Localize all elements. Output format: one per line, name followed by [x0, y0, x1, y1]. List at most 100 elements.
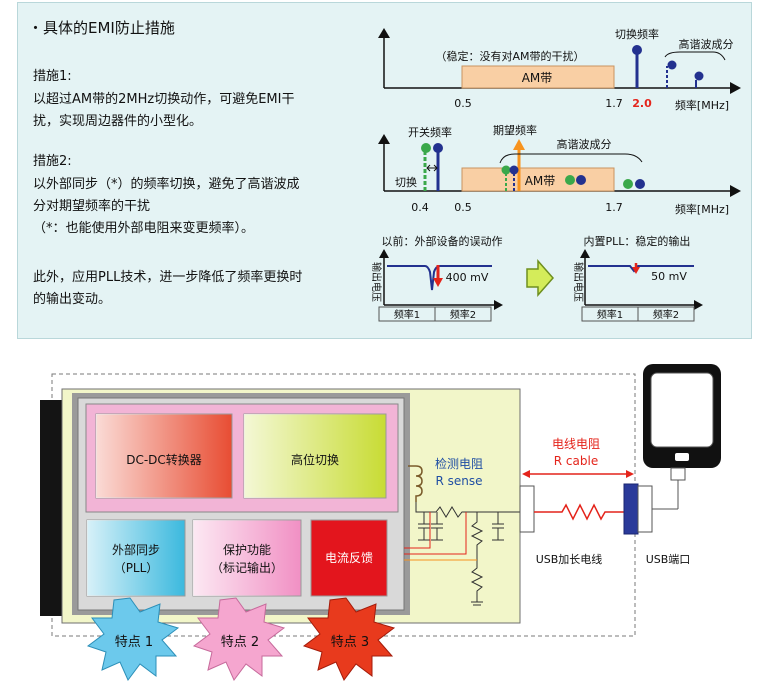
- wb-drop-arrow-head: [433, 278, 443, 287]
- sense-resistor-icon: [435, 506, 520, 518]
- wa-y-arrow: [580, 249, 590, 258]
- protect-label-2: （标记输出）: [211, 560, 283, 575]
- s2-harmonics-label: 高谐波成分: [557, 137, 612, 151]
- wa-value: 50 mV: [651, 270, 687, 283]
- s2-harmonic-marker-6: [635, 179, 645, 189]
- s2-desired-label: 期望频率: [493, 123, 537, 137]
- ext-sync-block-shade: [87, 520, 185, 596]
- s2-harmonic-marker-4: [576, 175, 586, 185]
- s1-harmonics-label: 高谐波成分: [679, 37, 734, 51]
- feature-2-label: 特点 2: [221, 635, 259, 650]
- s1-x-arrow: [730, 82, 741, 94]
- feature-1-starburst: [86, 597, 180, 681]
- waveform-before: 以前：外部设备的误动作 输出电压 400 mV 频率1 频率2: [370, 234, 503, 322]
- current-fb-label: 电流反馈: [325, 551, 373, 565]
- protect-label-1: 保护功能: [223, 543, 271, 557]
- wb-value: 400 mV: [446, 271, 489, 284]
- s2-axis-label: 频率[MHz]: [675, 202, 729, 216]
- s2-x-arrow: [730, 185, 741, 197]
- usb-port-label: USB端口: [646, 553, 691, 566]
- s2-tick-0.4: 0.4: [411, 201, 429, 214]
- ext-sync-label-1: 外部同步: [112, 542, 160, 557]
- wb-y-arrow: [379, 249, 389, 258]
- pll-line1: 此外，应用PLL技术，进一步降低了频率更换时: [33, 270, 303, 285]
- capacitor-1-icon: [418, 512, 430, 541]
- wa-freq2-box: [637, 306, 695, 322]
- circuit-diagram: DC-DC转换器 高位切换 外部同步 （PLL） 保护功能 （标记输出） 电流反…: [40, 364, 721, 681]
- s2-harmonic-marker-1: [501, 165, 511, 175]
- s1-stable-label: （稳定：没有对AM带的干扰）: [435, 49, 584, 63]
- feature-2-starburst: [192, 597, 286, 681]
- wa-x-arrow: [694, 300, 703, 310]
- measure1-line1: 以超过AM带的2MHz切换动作，可避免EMI干: [33, 92, 295, 107]
- s2-switch-arrow-icon: [426, 164, 438, 172]
- section-heading: ・具体的EMI防止措施: [28, 19, 175, 37]
- cable-resistor-icon: [534, 503, 624, 521]
- wa-signal: [588, 265, 694, 273]
- wa-ylabel: 输出电压: [572, 262, 585, 302]
- protect-block-shade: [193, 520, 301, 596]
- s1-axis-label: 频率[MHz]: [675, 98, 729, 112]
- wire-inductor: [415, 502, 436, 513]
- s1-harmonic-bracket: [664, 51, 726, 61]
- wave-after-title: 内置PLL：稳定的输出: [584, 234, 691, 248]
- dcdc-block-shade: [96, 414, 232, 498]
- feedback-wire-1: [404, 512, 431, 549]
- usb-port-blue: [623, 483, 639, 535]
- s2-y-arrow: [378, 134, 390, 144]
- s2-switch-marker-green: [421, 143, 431, 153]
- feature-1-label: 特点 1: [115, 635, 153, 650]
- wb-freq1: 频率1: [394, 308, 420, 321]
- wb-freq2-box: [434, 306, 492, 322]
- cable-label-en: R cable: [554, 454, 598, 468]
- wb-x-arrow: [494, 300, 503, 310]
- usb-plug-right: [637, 485, 653, 533]
- improvement-arrow-icon: [526, 259, 555, 297]
- s2-am-band: [461, 167, 615, 192]
- inductor-icon: [408, 465, 423, 502]
- pll-line2: 的输出变动。: [33, 292, 112, 307]
- wa-freq2: 频率2: [653, 308, 679, 321]
- s2-desired-arrow: [513, 139, 525, 150]
- measure1-line2: 扰，实现周边器件的小型化。: [33, 114, 203, 129]
- s2-am-band-label: AM带: [525, 174, 556, 188]
- s2-switch-marker-blue: [433, 143, 443, 153]
- measure2-line1: 以外部同步（*）的频率切换，避免了高谐波成: [33, 177, 300, 192]
- cable-label-cn: 电线电阻: [552, 437, 600, 451]
- s2-switch-text: 切换: [395, 175, 417, 189]
- s1-tick-0.5: 0.5: [454, 97, 472, 110]
- sense-label-cn: 检测电阻: [435, 456, 483, 471]
- capacitor-2-icon: [431, 512, 443, 541]
- s1-tick-2.0: 2.0: [632, 97, 652, 110]
- s1-harmonic-marker-1: [667, 60, 677, 70]
- s2-tick-1.7: 1.7: [605, 201, 623, 214]
- measure2-note: （*：也能使用外部电阻来变更频率）。: [33, 221, 255, 236]
- wave-before-title: 以前：外部设备的误动作: [382, 234, 503, 248]
- high-side-label: 高位切换: [291, 452, 339, 467]
- wa-freq1: 频率1: [597, 308, 623, 321]
- phone-button: [675, 453, 689, 461]
- s1-harmonic-marker-2: [694, 71, 704, 81]
- feature-3-starburst: [302, 597, 396, 681]
- measure1-title: 措施1:: [33, 69, 72, 84]
- s2-harmonic-marker-2: [509, 165, 519, 175]
- s1-y-arrow: [378, 28, 390, 38]
- s2-tick-0.5: 0.5: [454, 201, 472, 214]
- feature-3-label: 特点 3: [331, 635, 369, 650]
- spectrum-chart-1: AM带 （稳定：没有对AM带的干扰） 切换频率 高谐波成分 0.5 1.7 2.…: [378, 27, 741, 112]
- capacitor-3-icon: [492, 512, 504, 541]
- wa-drop-arrow-head: [632, 267, 640, 274]
- phone-screen: [650, 372, 714, 448]
- divider-resistor-2-icon: [470, 560, 484, 606]
- s2-harmonic-bracket: [499, 153, 643, 164]
- s1-switch-marker: [632, 45, 642, 55]
- ext-sync-label-2: （PLL）: [114, 561, 159, 575]
- wb-ylabel: 输出电压: [370, 262, 383, 302]
- sense-label-en: R sense: [435, 474, 482, 488]
- divider-resistor-1-icon: [470, 512, 484, 560]
- measure2-line2: 分对期望频率的干扰: [33, 199, 151, 214]
- current-fb-block: [310, 519, 388, 597]
- measure2-title: 措施2:: [33, 154, 72, 169]
- s1-am-band: [461, 65, 615, 89]
